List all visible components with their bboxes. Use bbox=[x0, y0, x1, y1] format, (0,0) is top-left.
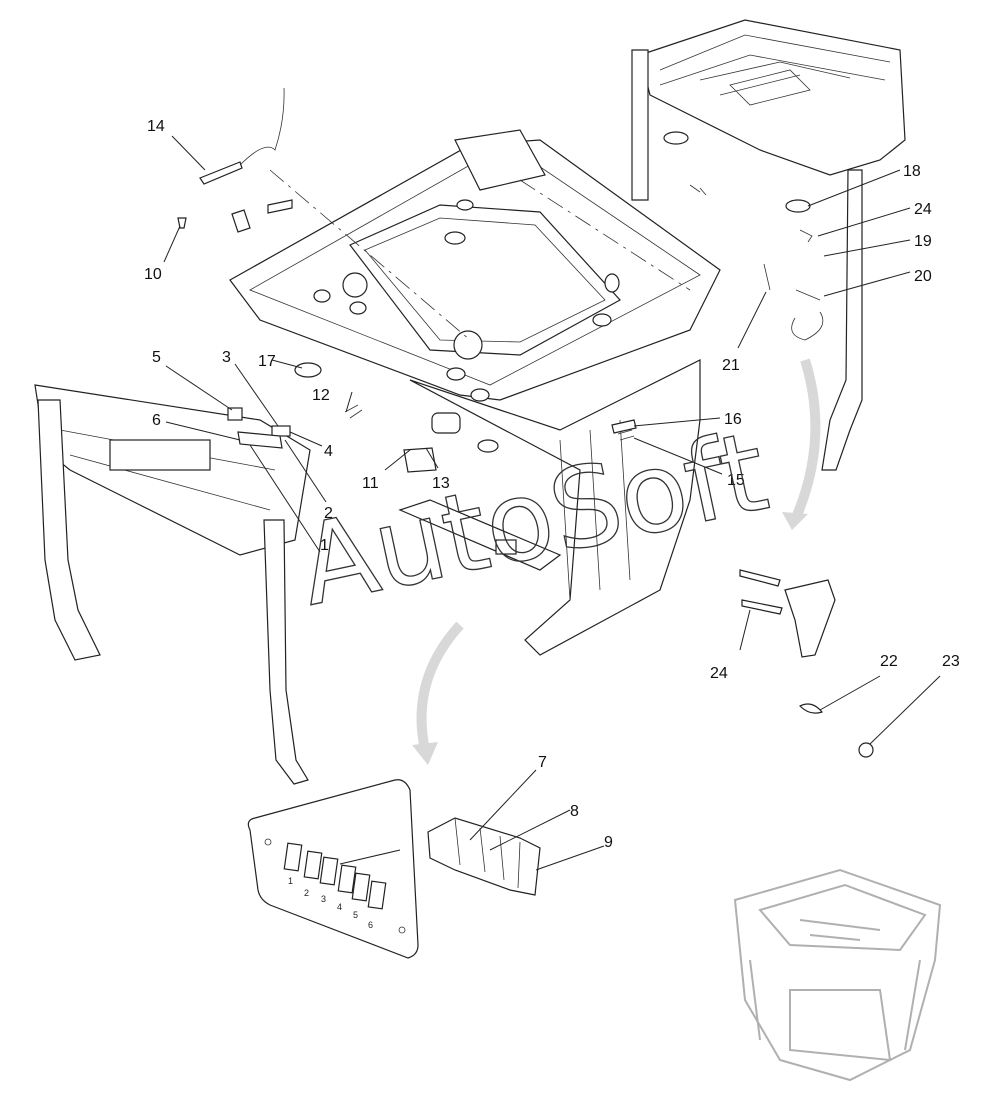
callout-12: 12 bbox=[312, 387, 330, 404]
slot-label-1: 1 bbox=[288, 876, 293, 886]
callout-5: 5 bbox=[152, 349, 161, 366]
callout-1: 1 bbox=[320, 537, 329, 554]
slot-label-6: 6 bbox=[368, 920, 373, 930]
callout-9: 9 bbox=[604, 834, 613, 851]
callout-22: 22 bbox=[880, 653, 898, 670]
callout-17: 17 bbox=[258, 353, 276, 370]
callout-10: 10 bbox=[144, 266, 162, 283]
callout-3: 3 bbox=[222, 349, 231, 366]
slot-label-4: 4 bbox=[337, 902, 342, 912]
callout-15: 15 bbox=[727, 472, 745, 489]
callout-7: 7 bbox=[538, 754, 547, 771]
bracket-detail bbox=[739, 569, 874, 758]
callout-13: 13 bbox=[432, 475, 450, 492]
switch-slots bbox=[283, 842, 387, 910]
slot-label-3: 3 bbox=[321, 894, 326, 904]
callout-20: 20 bbox=[914, 268, 932, 285]
rear-roof-frame bbox=[631, 19, 906, 471]
switch-panel-detail: 1 2 3 4 5 6 bbox=[247, 779, 541, 959]
slot-label-5: 5 bbox=[353, 910, 358, 920]
callout-4: 4 bbox=[324, 443, 333, 460]
slot-label-2: 2 bbox=[304, 888, 309, 898]
callout-14: 14 bbox=[147, 118, 165, 135]
leader-lines bbox=[163, 135, 941, 871]
front-lower-frame bbox=[398, 359, 701, 656]
thumbnail-overview bbox=[733, 868, 942, 1082]
callout-24-top: 24 bbox=[914, 201, 932, 218]
callout-6: 6 bbox=[152, 412, 161, 429]
callout-11: 11 bbox=[362, 475, 379, 492]
callout-numbers: 14 10 5 3 17 6 12 4 2 1 11 13 16 15 18 2… bbox=[144, 118, 960, 851]
left-front-frame bbox=[34, 384, 311, 785]
callout-21: 21 bbox=[722, 357, 740, 374]
small-parts bbox=[177, 87, 824, 473]
center-roof-assembly bbox=[229, 129, 721, 453]
callout-19: 19 bbox=[914, 233, 932, 250]
callout-18: 18 bbox=[903, 163, 921, 180]
callout-2: 2 bbox=[324, 505, 333, 522]
callout-16: 16 bbox=[724, 411, 742, 428]
callout-24-bottom: 24 bbox=[710, 665, 728, 682]
direction-arrows bbox=[412, 358, 821, 765]
callout-23: 23 bbox=[942, 653, 960, 670]
callout-8: 8 bbox=[570, 803, 579, 820]
